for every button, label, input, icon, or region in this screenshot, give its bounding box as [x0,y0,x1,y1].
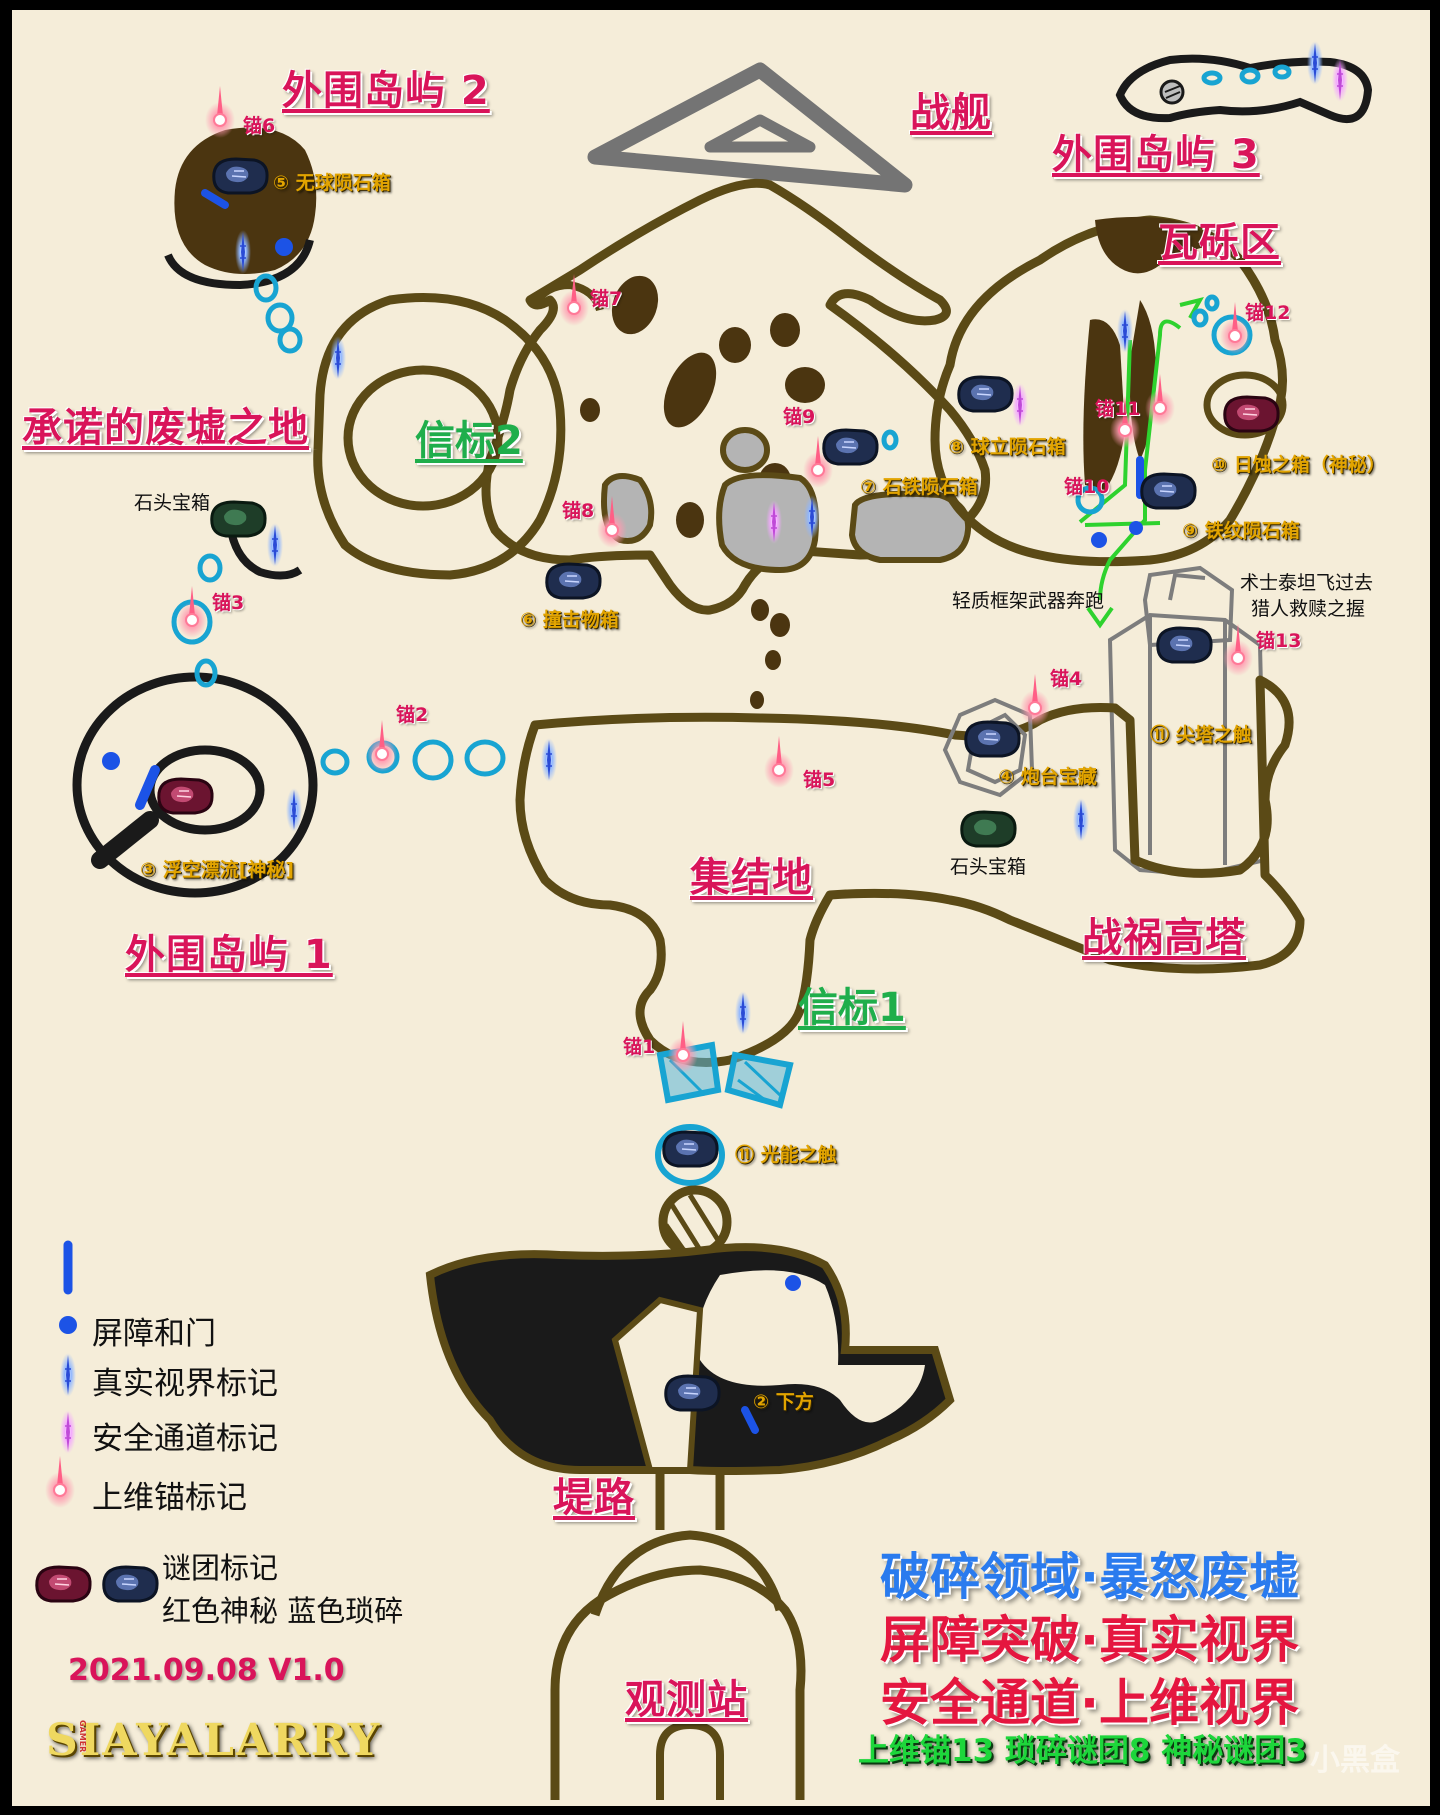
label-battleship: 战舰 [910,90,992,136]
north-arm [531,280,604,312]
label-anchor-12: 锚12 [1245,302,1291,324]
label-stone-chest-left: 石头宝箱 [134,492,211,514]
label-anchor-9: 锚9 [783,406,816,428]
label-anchor-11: 锚11 [1095,398,1141,420]
label-rally-point: 集结地 [690,855,813,901]
title-line-2: 屏障突破·真实视界 [880,1611,1299,1669]
observatory-shape [550,1530,806,1800]
grey-stones [601,427,972,574]
label-chest-cannon-treasure: ④ 炮台宝藏 [998,766,1097,788]
label-observatory: 观测站 [625,1677,748,1723]
brand-logo: SIAYALARRY [46,1715,382,1766]
label-chest-floating-drift: ③ 浮空漂流[神秘] [140,859,295,881]
label-war-tower: 战祸高塔 [1082,915,1246,961]
label-stone-chest-right: 石头宝箱 [950,856,1027,878]
label-chest-orb-stand: ⑧ 球立陨石箱 [948,436,1066,458]
causeway-rock [658,1185,732,1259]
legend-safe-passage: 安全通道标记 [92,1421,278,1457]
label-anchor-8: 锚8 [562,500,595,522]
legend-puzzle-1: 谜团标记 [162,1551,279,1585]
promise-ruins-ring [226,293,566,580]
note-warlock-1: 术士泰坦飞过去 [1240,572,1374,594]
label-anchor-3: 锚3 [212,592,245,614]
label-chest-iron-vein: ⑨ 铁纹陨石箱 [1182,520,1300,542]
note-warlock-2: 猎人救赎之握 [1251,598,1366,620]
version-date: 2021.09.08 V1.0 [68,1653,345,1688]
legend-barrier: 屏障和门 [92,1316,216,1352]
label-beacon-2: 信标2 [415,418,523,464]
title-line-1: 破碎领域·暴怒废墟 [880,1548,1299,1606]
label-chest-eclipse: ⑩ 日蚀之箱（神秘） [1211,454,1386,476]
label-causeway: 堤路 [553,1475,635,1521]
label-outer-island-2: 外围岛屿 2 [282,68,490,114]
label-anchor-10: 锚10 [1064,476,1110,498]
label-anchor-6: 锚6 [243,115,276,137]
barrier-markers [59,238,1144,1434]
causeway-path [655,1470,725,1530]
title-line-3: 安全通道·上维视界 [880,1674,1299,1732]
lower-landmass [425,1243,955,1475]
battleship-shape [587,62,913,193]
cannon-hex [942,697,1035,798]
label-anchor-4: 锚4 [1050,668,1083,690]
label-anchor-13: 锚13 [1256,630,1302,652]
brand-tag: GAMER [78,1720,87,1753]
label-anchor-5: 锚5 [803,769,836,791]
label-chest-stone-iron: ⑦ 石铁陨石箱 [860,476,978,498]
note-light-frame: 轻质框架武器奔跑 [952,590,1105,612]
label-rubble-zone: 瓦砾区 [1158,220,1281,266]
outer-island-3-shape [1115,54,1373,123]
label-chest-spire-touch: ⑪ 尖塔之触 [1150,724,1252,746]
label-anchor-2: 锚2 [396,704,429,726]
label-anchor-7: 锚7 [590,288,623,310]
rock-blobs [580,275,825,709]
label-chest-below: ② 下方 [753,1391,814,1413]
label-outer-island-3: 外围岛屿 3 [1052,132,1260,178]
watermark: 小黑盒 [1310,1743,1400,1778]
label-chest-no-orb: ⑤ 无球陨石箱 [273,172,391,194]
stepping-stones [171,64,1292,781]
label-promise-ruins: 承诺的废墟之地 [22,405,309,451]
outer-island-2-shape [164,127,317,290]
legend-puzzle-2: 红色神秘 蓝色琐碎 [162,1594,404,1628]
label-anchor-1: 锚1 [623,1036,656,1058]
beacon1-blocks [655,1041,794,1186]
legend-true-sight: 真实视界标记 [92,1366,278,1402]
label-outer-island-1: 外围岛屿 1 [125,932,333,978]
legend-anchor: 上维锚标记 [92,1480,247,1516]
label-chest-impact: ⑥ 撞击物箱 [520,609,619,631]
title-summary: 上维锚13 琐碎谜团8 神秘谜团3 [858,1733,1307,1769]
label-chest-light-touch: ⑪ 光能之触 [735,1144,837,1166]
label-beacon-1: 信标1 [798,985,906,1031]
